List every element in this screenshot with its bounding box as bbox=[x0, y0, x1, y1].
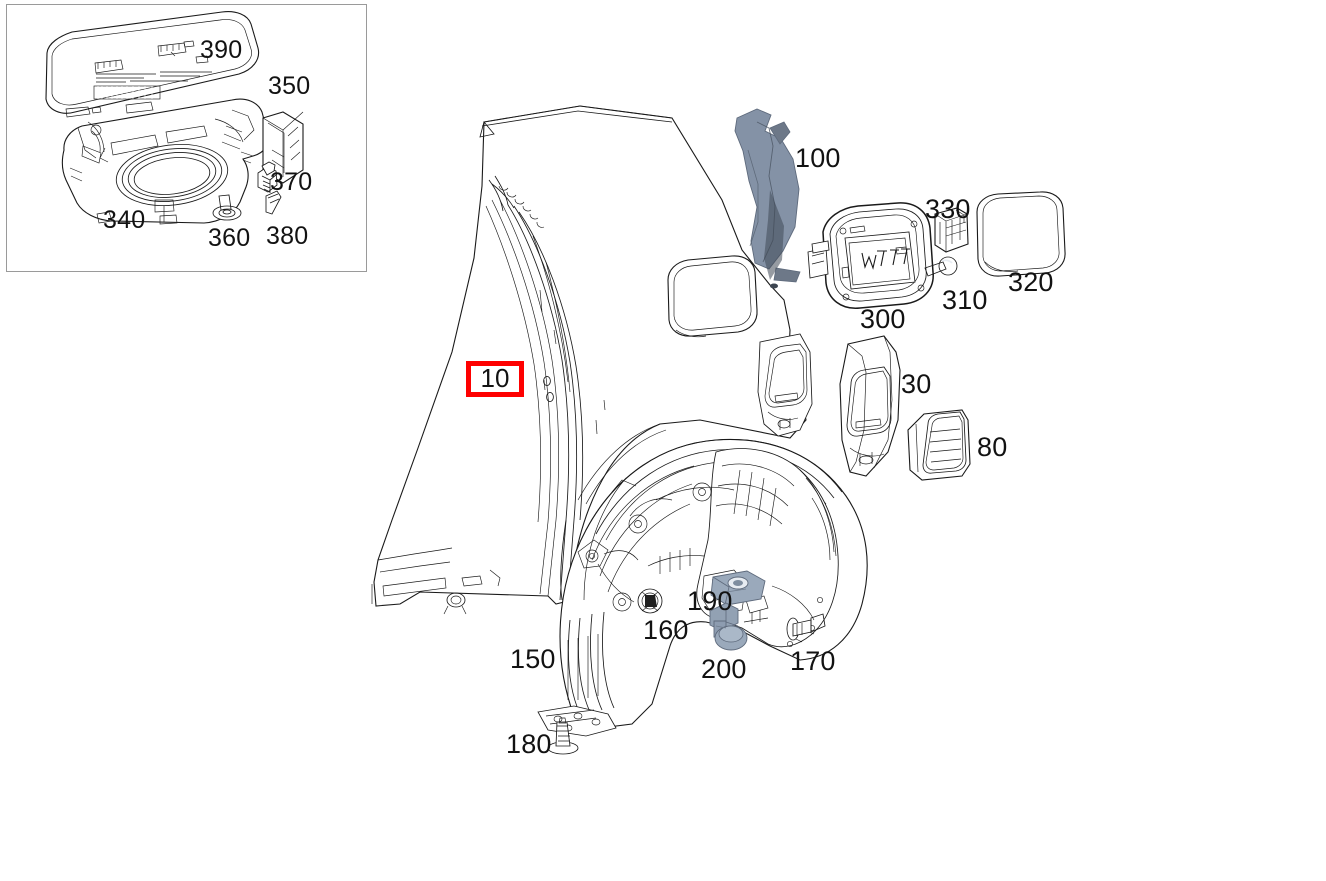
callout-label-80: 80 bbox=[977, 432, 1008, 462]
air-extractor-vent-part-80 bbox=[907, 409, 971, 481]
water-deflector-part-100 bbox=[734, 108, 801, 289]
fuel-filler-flap-part-320 bbox=[976, 191, 1066, 277]
bracket-panel-part-30 bbox=[839, 335, 901, 477]
expanding-rivet-part-160 bbox=[637, 588, 663, 614]
callout-label-30: 30 bbox=[901, 369, 932, 399]
callout-label-160: 160 bbox=[643, 615, 689, 645]
callout-label-180: 180 bbox=[506, 729, 552, 759]
callout-label-340: 340 bbox=[103, 206, 146, 234]
callout-label-330: 330 bbox=[925, 194, 971, 224]
inset-detail-frame bbox=[6, 4, 367, 272]
push-in-rivet-part-170 bbox=[786, 613, 826, 641]
callout-label-190: 190 bbox=[687, 586, 733, 616]
callout-label-320: 320 bbox=[1008, 267, 1054, 297]
highlighted-callout-10[interactable]: 10 bbox=[466, 361, 524, 397]
quarter-panel-artwork bbox=[371, 105, 813, 615]
pin-part-310 bbox=[924, 256, 958, 277]
callout-label-100: 100 bbox=[795, 143, 841, 173]
callout-label-380: 380 bbox=[266, 222, 309, 250]
highlighted-callout-number: 10 bbox=[480, 363, 510, 393]
fuel-filler-housing-part-300 bbox=[807, 202, 934, 309]
callout-label-370: 370 bbox=[270, 168, 313, 196]
callout-label-310: 310 bbox=[942, 285, 988, 315]
callout-label-350: 350 bbox=[268, 72, 311, 100]
callout-label-200: 200 bbox=[701, 654, 747, 684]
callout-label-300: 300 bbox=[860, 304, 906, 334]
callout-label-170: 170 bbox=[790, 646, 836, 676]
callout-label-360: 360 bbox=[208, 224, 251, 252]
callout-label-390: 390 bbox=[200, 36, 243, 64]
callout-label-150: 150 bbox=[510, 644, 556, 674]
clip-pin-part-180 bbox=[547, 717, 579, 755]
